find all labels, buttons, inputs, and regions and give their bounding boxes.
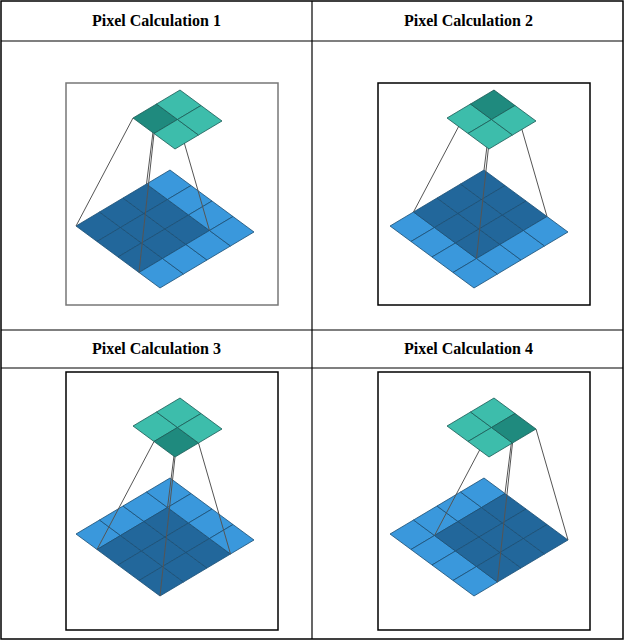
figure-frame bbox=[66, 83, 278, 305]
projection-line bbox=[160, 457, 175, 596]
projection-line bbox=[199, 443, 231, 554]
table-header: Pixel Calculation 4 bbox=[404, 339, 533, 358]
convolution-figure bbox=[378, 372, 590, 630]
input-cell bbox=[524, 217, 569, 247]
table-header: Pixel Calculation 2 bbox=[404, 11, 533, 30]
table-header: Pixel Calculation 3 bbox=[92, 339, 221, 358]
kernel-cell bbox=[524, 525, 569, 555]
figure-frame bbox=[378, 83, 590, 305]
output-pixel bbox=[178, 414, 223, 444]
input-cell bbox=[210, 525, 255, 555]
convolution-figure bbox=[66, 372, 278, 630]
output-pixel bbox=[492, 106, 537, 136]
table-rule bbox=[311, 1, 312, 639]
convolution-figure bbox=[66, 83, 278, 305]
figure-frame bbox=[66, 372, 278, 630]
projection-line bbox=[536, 429, 568, 540]
convolution-figures bbox=[66, 83, 590, 630]
projection-line bbox=[498, 443, 513, 582]
convolution-figure bbox=[378, 83, 590, 305]
projection-line bbox=[139, 134, 154, 273]
figure-frame bbox=[378, 372, 590, 630]
output-pixel bbox=[178, 106, 223, 136]
output-pixel-active bbox=[492, 414, 537, 444]
projection-line bbox=[76, 118, 133, 226]
input-cell bbox=[210, 217, 255, 247]
table-header: Pixel Calculation 1 bbox=[92, 11, 221, 30]
projection-line bbox=[97, 442, 154, 550]
